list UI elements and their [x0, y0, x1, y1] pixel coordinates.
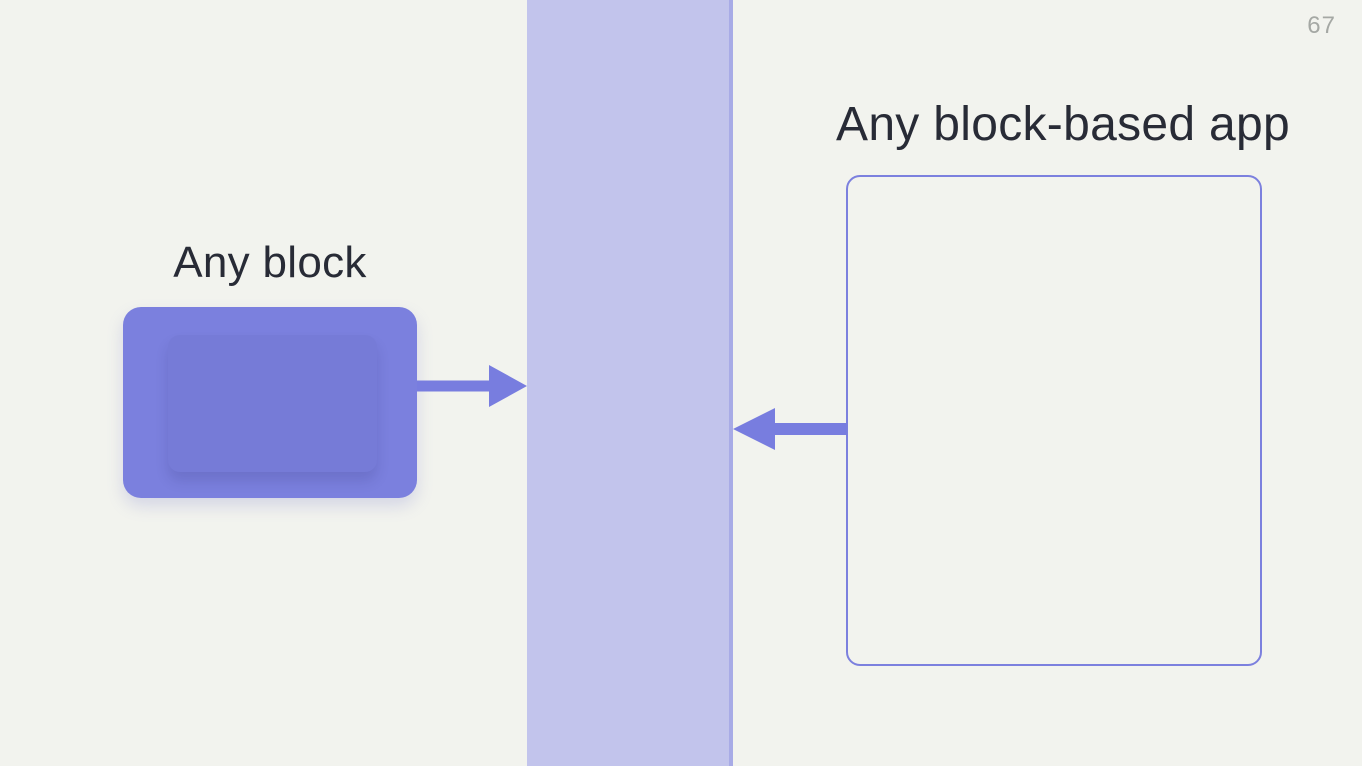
center-band — [527, 0, 733, 766]
app-outline-shape — [846, 175, 1262, 666]
any-block-based-app-label: Any block-based app — [836, 98, 1290, 151]
arrow-right-icon — [417, 365, 527, 407]
any-block-shape — [123, 307, 417, 498]
page-number: 67 — [1307, 12, 1336, 39]
any-block-label: Any block — [173, 238, 367, 287]
arrow-left-icon — [733, 408, 847, 450]
block-inner-shape — [168, 335, 377, 472]
